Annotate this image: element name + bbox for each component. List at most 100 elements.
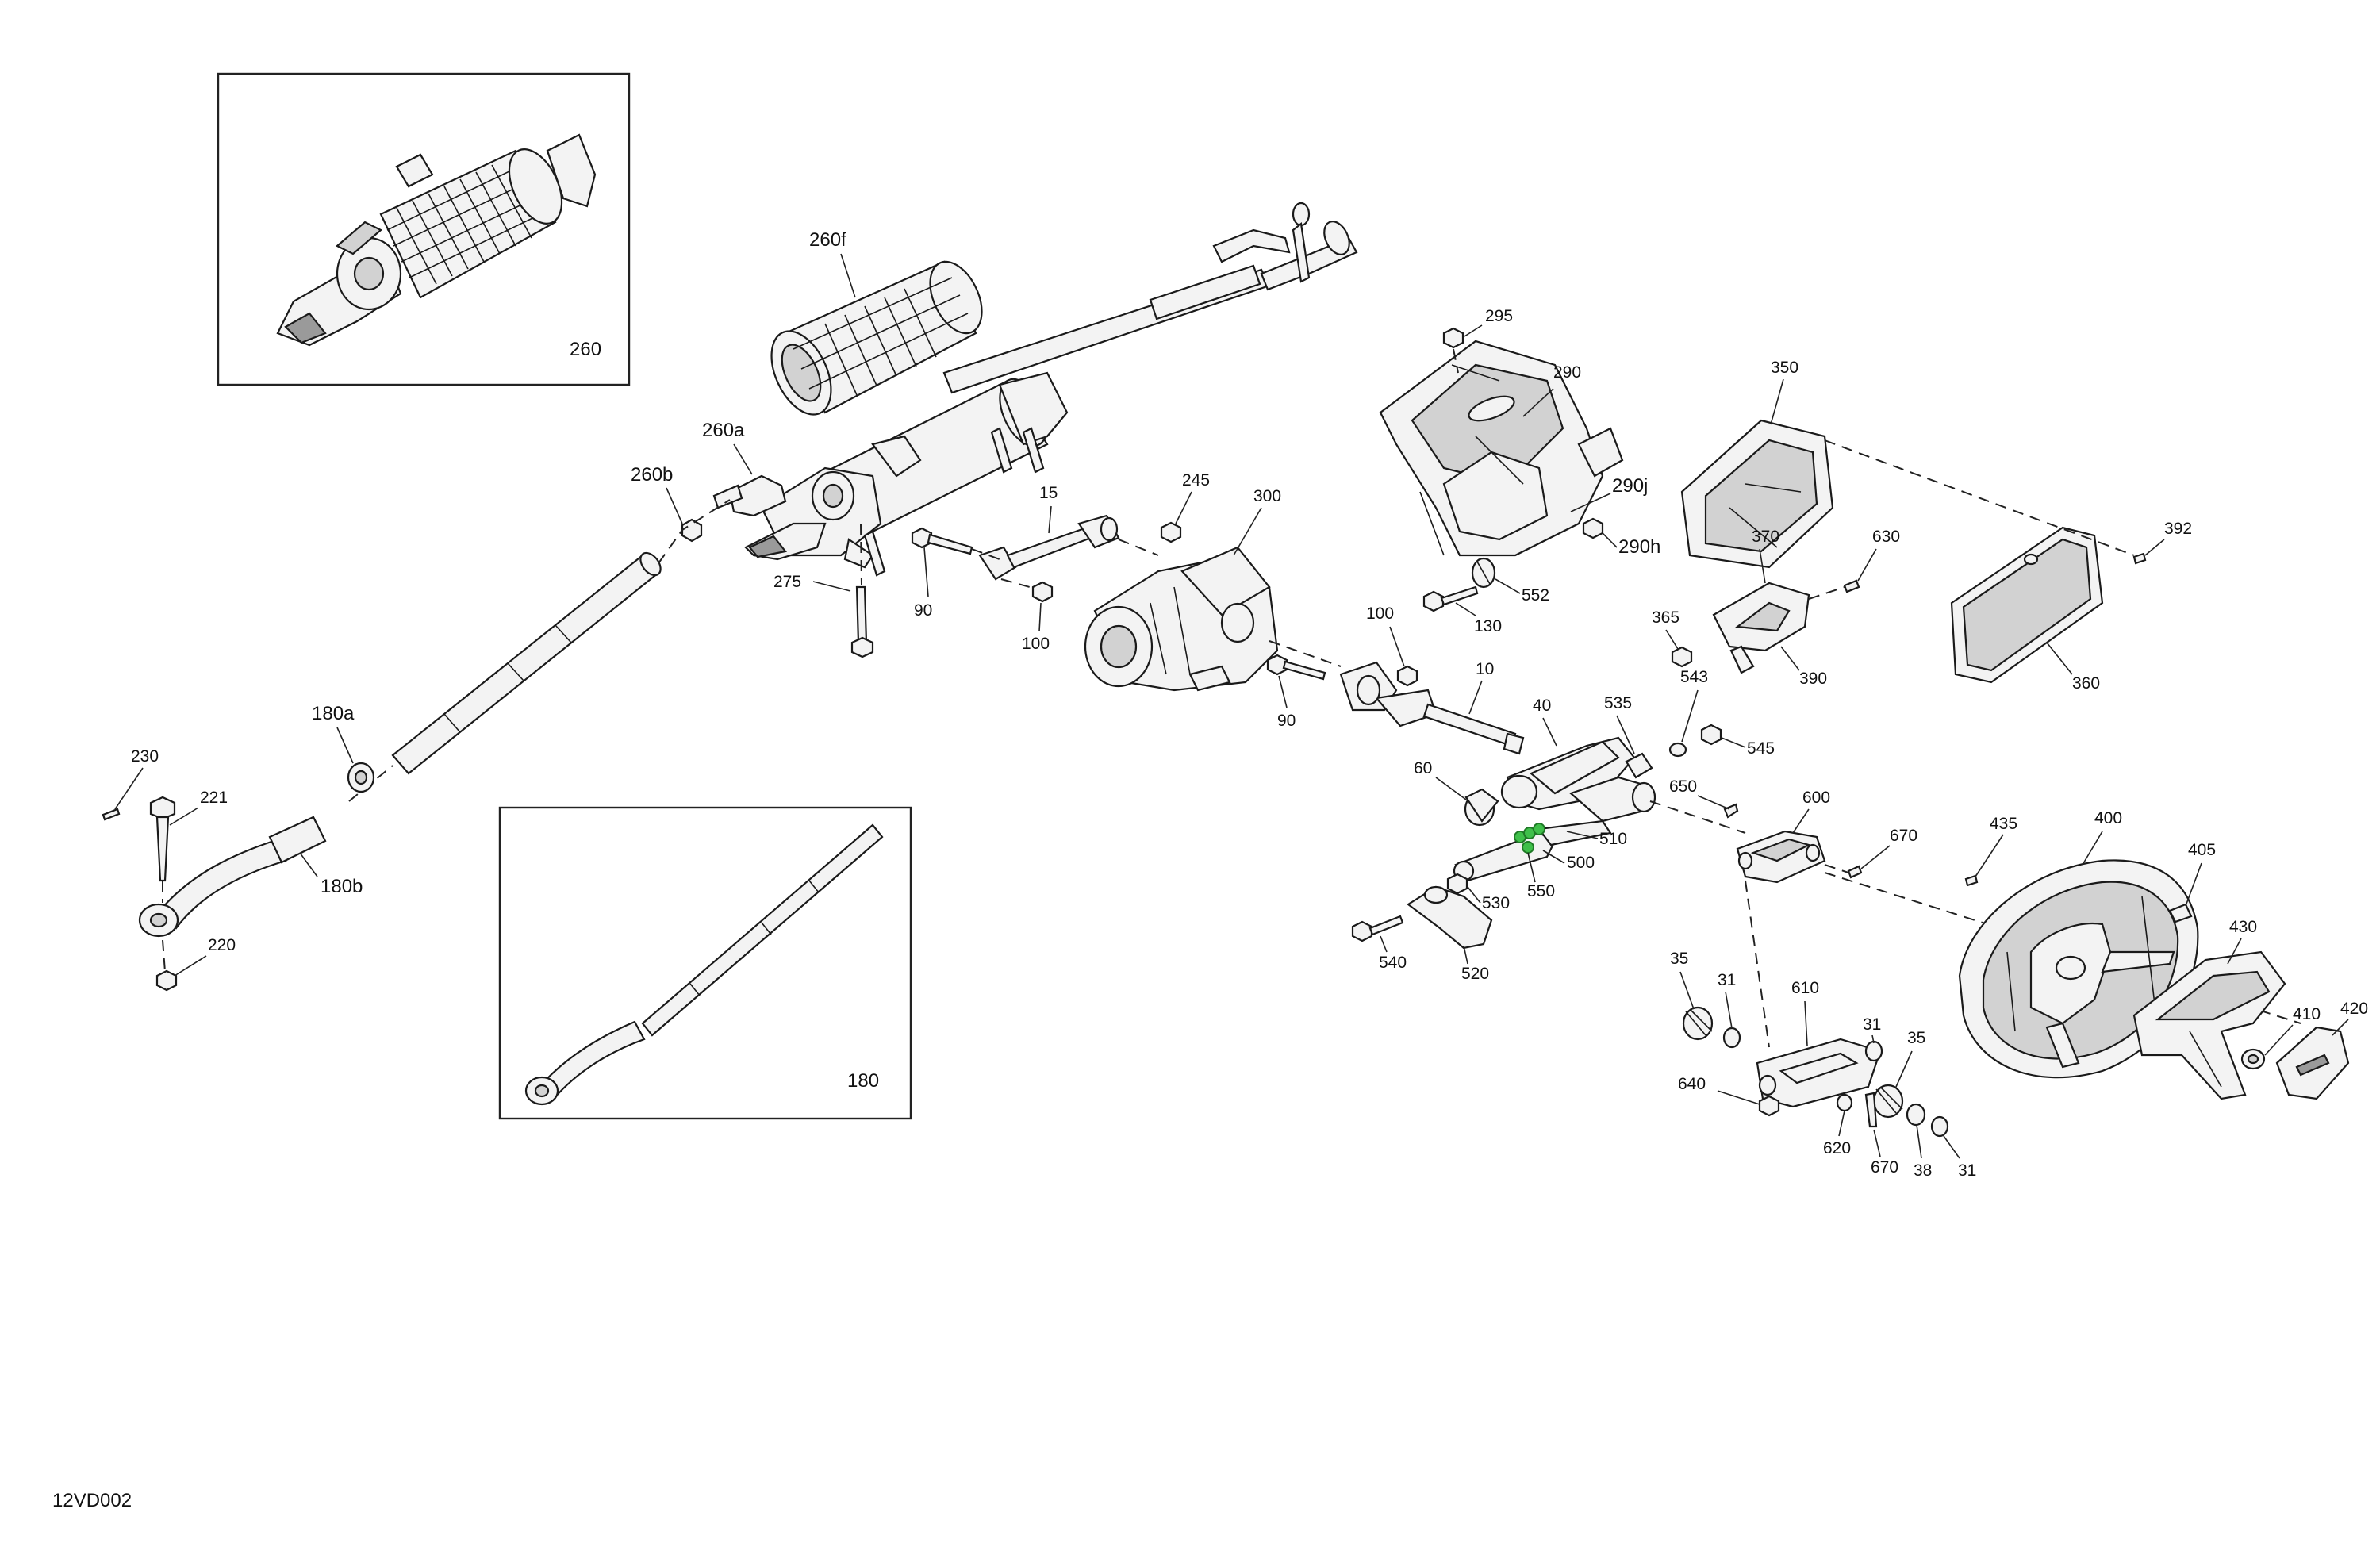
callout-392: 392: [2164, 520, 2192, 538]
callout-540: 540: [1379, 954, 1407, 972]
callout-180b: 180b: [321, 876, 363, 897]
bolt-130: [1422, 585, 1479, 612]
callout-35-left: 35: [1670, 950, 1688, 968]
callout-390: 390: [1799, 670, 1827, 688]
callout-38: 38: [1914, 1161, 1932, 1180]
screw-392: [2132, 552, 2147, 565]
callout-35-right: 35: [1907, 1029, 1925, 1047]
callout-435: 435: [1990, 815, 2017, 833]
bracket-290: [1379, 340, 1624, 557]
callout-300: 300: [1253, 487, 1281, 505]
switch-600: [1736, 830, 1826, 884]
cotter-pin-230: [102, 808, 121, 821]
callout-370: 370: [1752, 528, 1779, 546]
callout-275: 275: [774, 573, 801, 591]
nut-100-upper: [1396, 665, 1418, 687]
callout-290j: 290j: [1612, 475, 1648, 497]
callout-550: 550: [1527, 882, 1555, 900]
screw-670-lower: [1864, 1092, 1878, 1128]
callout-530: 530: [1482, 894, 1510, 912]
callout-670-upper: 670: [1890, 827, 1917, 845]
callout-430: 430: [2229, 918, 2257, 936]
callout-180a: 180a: [312, 703, 355, 724]
document-code: 12VD002: [52, 1490, 132, 1511]
tie-rod-shaft: [391, 551, 662, 775]
bushing-552: [1471, 557, 1496, 589]
callout-610: 610: [1791, 979, 1819, 997]
screw-650: [1723, 803, 1739, 819]
callout-260a: 260a: [702, 420, 745, 441]
callout-180: 180: [847, 1070, 879, 1092]
washer-620: [1836, 1093, 1853, 1112]
nut-530: [1446, 873, 1468, 895]
display-360: [1950, 526, 2104, 684]
jam-nut-180a: [347, 762, 375, 793]
callout-260: 260: [570, 339, 601, 360]
callout-230: 230: [131, 747, 159, 766]
inset-180: 180: [498, 806, 912, 1120]
display-housing-350: [1680, 419, 1834, 569]
screw-630: [1843, 579, 1860, 593]
callout-620: 620: [1823, 1139, 1851, 1157]
bracket-390: [1712, 582, 1810, 674]
tie-rod-end-180b: [138, 816, 327, 938]
screw-670-upper: [1847, 865, 1863, 879]
gear-35-left: [1682, 1006, 1714, 1041]
callout-295: 295: [1485, 307, 1513, 325]
callout-31-middle: 31: [1863, 1015, 1881, 1034]
callout-31-left: 31: [1718, 971, 1736, 989]
handle-520: [1407, 885, 1493, 950]
wheel-cover-430: [2132, 950, 2286, 1100]
callout-15: 15: [1039, 484, 1058, 502]
callout-290h: 290h: [1618, 536, 1660, 558]
callout-410: 410: [2293, 1005, 2320, 1023]
washer-31-left: [1722, 1027, 1741, 1049]
callout-365: 365: [1652, 608, 1679, 627]
nut-290h: [1582, 517, 1604, 539]
nut-365: [1671, 646, 1693, 668]
clip-405: [2168, 903, 2193, 923]
nut-220: [155, 969, 178, 992]
callout-600: 600: [1802, 789, 1830, 807]
callout-670-lower: 670: [1871, 1158, 1898, 1176]
washer-38: [1906, 1103, 1926, 1127]
screw-640: [1758, 1095, 1780, 1117]
steering-wheel-400: [1958, 859, 2199, 1079]
callout-640: 640: [1678, 1075, 1706, 1093]
washer-31-right: [1930, 1115, 1949, 1138]
nut-295: [1442, 327, 1464, 349]
callout-510: 510: [1599, 830, 1627, 848]
screw-435: [1964, 874, 1979, 887]
callout-535: 535: [1604, 694, 1632, 712]
callout-60: 60: [1414, 759, 1432, 777]
steering-rack-assembly: [744, 202, 1358, 577]
callout-350: 350: [1771, 359, 1798, 377]
washer-31-middle: [1864, 1040, 1883, 1062]
inset-260: 260: [217, 72, 631, 386]
washer-543: [1668, 742, 1687, 758]
callout-290: 290: [1553, 363, 1581, 382]
clip-535: [1625, 752, 1653, 779]
callout-220: 220: [208, 936, 236, 954]
bolt-540: [1351, 915, 1404, 942]
callout-630: 630: [1872, 528, 1900, 546]
callout-31-right: 31: [1958, 1161, 1976, 1180]
callout-90-upper: 90: [914, 601, 932, 620]
callout-400: 400: [2094, 809, 2122, 827]
callout-40: 40: [1533, 697, 1551, 715]
screw-545: [1700, 724, 1722, 746]
bracket-610: [1756, 1038, 1882, 1108]
callout-245: 245: [1182, 471, 1210, 489]
horn-cap-420: [2275, 1026, 2350, 1100]
power-steering-unit-300: [1084, 546, 1279, 692]
spring-550: [1514, 823, 1545, 854]
callout-405: 405: [2188, 841, 2216, 859]
callout-260f: 260f: [809, 229, 846, 251]
callout-90-lower: 90: [1277, 712, 1296, 730]
callout-552: 552: [1522, 586, 1549, 605]
intermediate-shaft-15: [978, 514, 1120, 581]
steering-shaft-10: [1339, 661, 1525, 755]
callout-420: 420: [2340, 1000, 2368, 1018]
bolt-90-lower: [1266, 654, 1326, 681]
